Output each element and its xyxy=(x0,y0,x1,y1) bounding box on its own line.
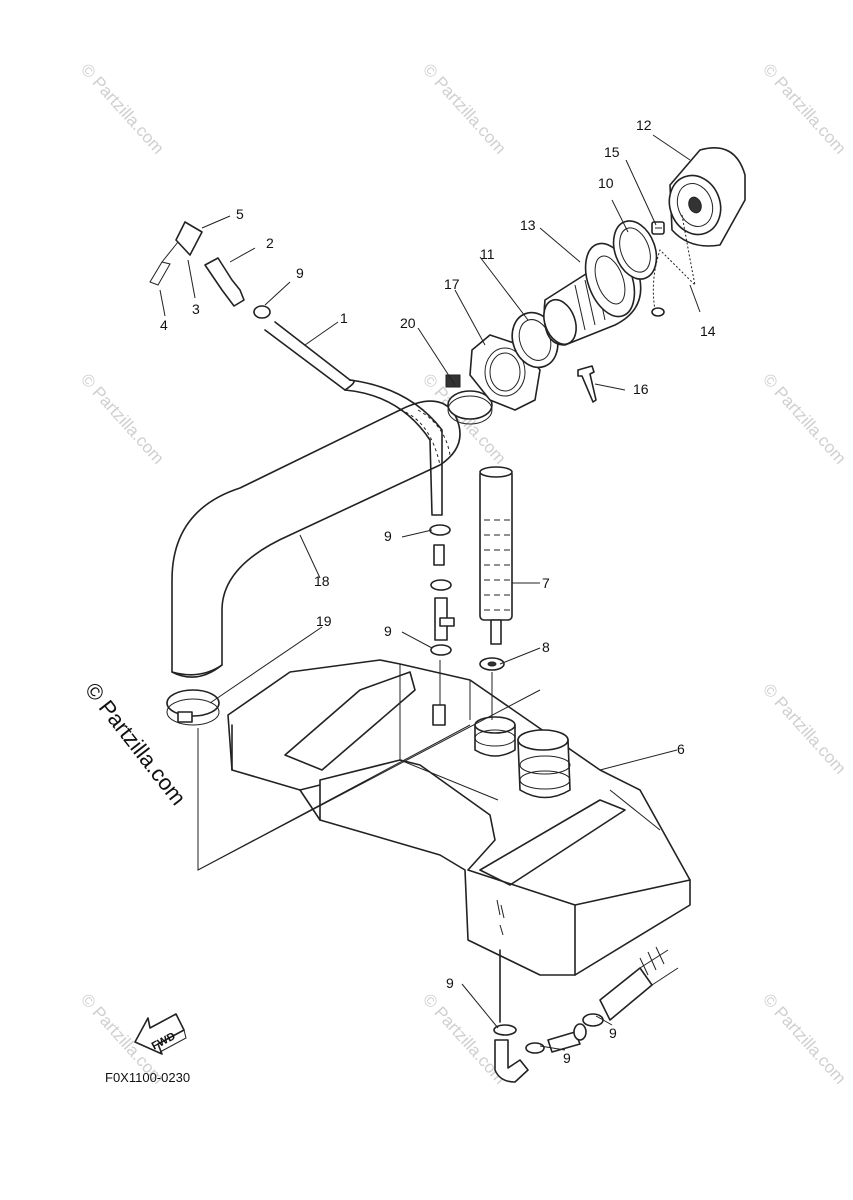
callout-9[interactable]: 9 xyxy=(609,1025,617,1041)
callout-13[interactable]: 13 xyxy=(520,217,536,233)
assembly-lines xyxy=(197,672,541,871)
watermark: © Partzilla.com xyxy=(77,60,168,158)
callout-9[interactable]: 9 xyxy=(563,1050,571,1066)
rivet-16 xyxy=(577,365,597,403)
callout-16[interactable]: 16 xyxy=(633,381,649,397)
callout-8[interactable]: 8 xyxy=(542,639,550,655)
hose-clamp-19 xyxy=(166,689,220,726)
tank-neck-right xyxy=(517,729,571,799)
filler-hose xyxy=(171,400,461,678)
watermark: © Partzilla.com xyxy=(759,370,850,468)
vent-fittings xyxy=(149,221,271,319)
watermark: © Partzilla.com xyxy=(759,990,850,1088)
callout-7[interactable]: 7 xyxy=(542,575,550,591)
callout-4[interactable]: 4 xyxy=(160,317,168,333)
fuel-pickup-filter xyxy=(479,466,513,645)
callout-5[interactable]: 5 xyxy=(236,206,244,222)
hose-clamp-20 xyxy=(445,374,493,425)
watermark: © Partzilla.com xyxy=(759,60,850,158)
callout-9[interactable]: 9 xyxy=(384,528,392,544)
watermark: © Partzilla.com xyxy=(419,60,510,158)
diagram-code: F0X1100-0230 xyxy=(105,1070,190,1085)
callout-17[interactable]: 17 xyxy=(444,276,460,292)
callout-9[interactable]: 9 xyxy=(296,265,304,281)
callout-3[interactable]: 3 xyxy=(192,301,200,317)
tank-neck-left xyxy=(474,716,516,757)
fuel-tank xyxy=(227,659,691,976)
callout-11[interactable]: 11 xyxy=(480,246,495,262)
callout-9[interactable]: 9 xyxy=(384,623,392,639)
callout-20[interactable]: 20 xyxy=(400,315,416,331)
callouts: 1 2 3 4 5 6 7 8 9 9 9 9 9 9 10 11 12 13 … xyxy=(160,117,716,1066)
screw-15 xyxy=(651,221,665,235)
leader-lines xyxy=(159,134,701,1051)
gasket-10 xyxy=(612,220,658,280)
callout-18[interactable]: 18 xyxy=(314,573,330,589)
fwd-arrow-icon xyxy=(134,1013,185,1055)
filler-cap xyxy=(668,146,746,247)
callout-19[interactable]: 19 xyxy=(316,613,332,629)
callout-2[interactable]: 2 xyxy=(266,235,274,251)
callout-10[interactable]: 10 xyxy=(598,175,614,191)
breather-hose xyxy=(264,321,443,516)
watermark: © Partzilla.com xyxy=(77,370,168,468)
callout-15[interactable]: 15 xyxy=(604,144,620,160)
callout-9[interactable]: 9 xyxy=(446,975,454,991)
callout-6[interactable]: 6 xyxy=(677,741,685,757)
callout-1[interactable]: 1 xyxy=(340,310,348,326)
callout-14[interactable]: 14 xyxy=(700,323,716,339)
cap-chain xyxy=(651,214,696,317)
watermark: © Partzilla.com xyxy=(759,680,850,778)
center-fittings xyxy=(429,524,455,726)
washer-8 xyxy=(479,657,505,671)
callout-12[interactable]: 12 xyxy=(636,117,652,133)
